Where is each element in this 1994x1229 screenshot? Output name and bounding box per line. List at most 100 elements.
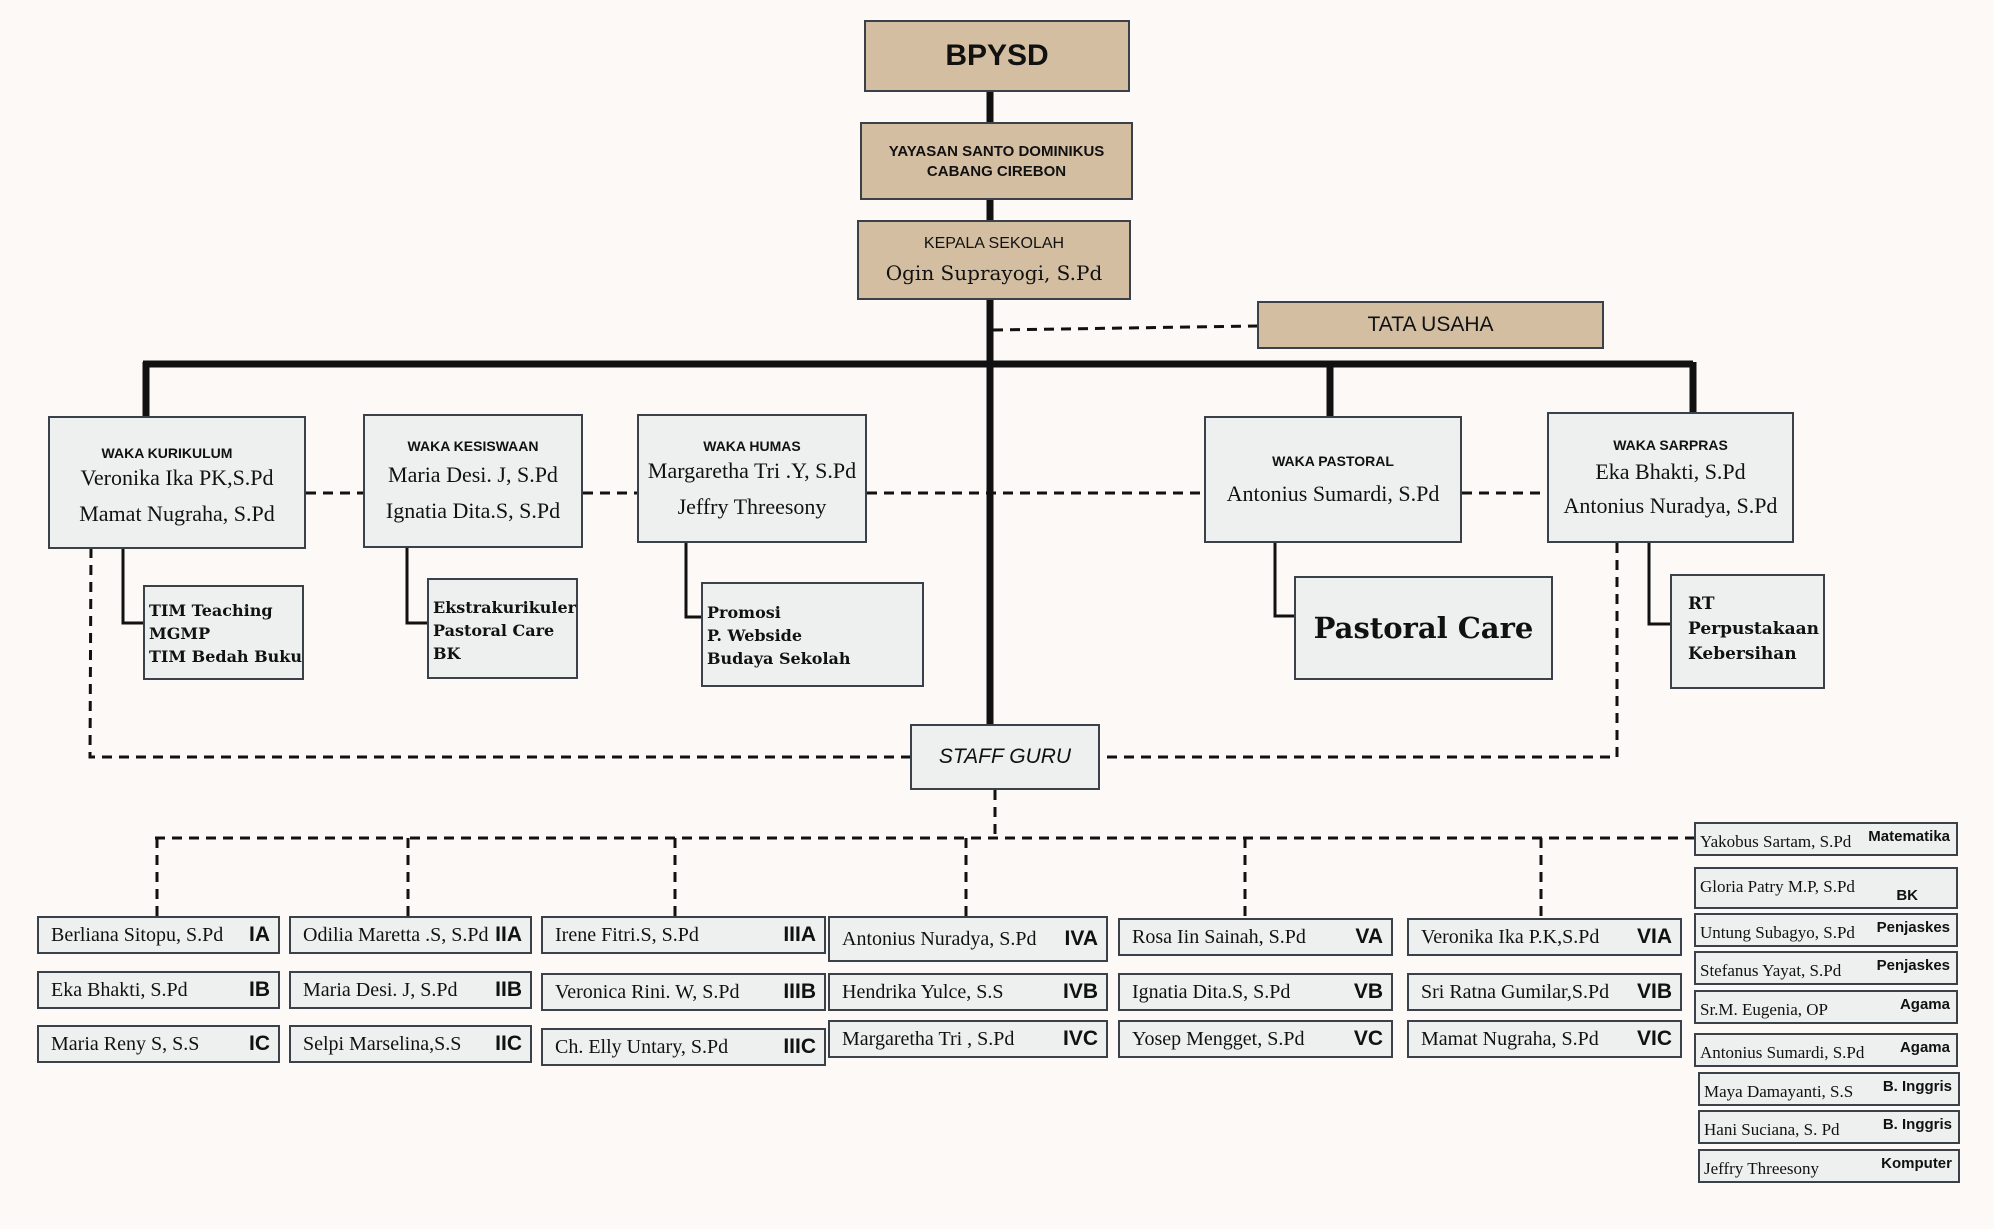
yayasan-line1: YAYASAN SANTO DOMINIKUS xyxy=(888,142,1105,160)
subject-teacher-name: Sr.M. Eugenia, OP xyxy=(1700,1000,1828,1019)
class-teacher-box: Maria Reny S, S.S IC xyxy=(37,1025,280,1063)
subject-label: B. Inggris xyxy=(1882,1116,1952,1133)
humas-sub-3: Budaya Sekolah xyxy=(707,649,851,668)
kesiswaan-sub-box: Ekstrakurikuler Pastoral Care BK xyxy=(427,578,578,679)
kesiswaan-sub-1: Ekstrakurikuler xyxy=(433,598,577,617)
kesiswaan-sub-2: Pastoral Care xyxy=(433,621,555,640)
subject-teacher-box: Antonius Sumardi, S.Pd Agama xyxy=(1694,1033,1958,1067)
class-code: VIB xyxy=(1636,980,1672,1003)
kepala-sekolah-box: KEPALA SEKOLAH Ogin Suprayogi, S.Pd xyxy=(857,220,1131,300)
waka-pastoral-title: WAKA PASTORAL xyxy=(1272,452,1394,469)
class-code: IIIB xyxy=(783,980,816,1003)
class-teacher-name: Berliana Sitopu, S.Pd xyxy=(51,923,224,946)
class-code: IC xyxy=(249,1032,270,1055)
bpysd-box: BPYSD xyxy=(864,20,1130,92)
waka-kurikulum-name-1: Veronika Ika PK,S.Pd xyxy=(80,464,274,490)
waka-kesiswaan-title: WAKA KESISWAAN xyxy=(407,438,539,454)
subject-teacher-name: Yakobus Sartam, S.Pd xyxy=(1700,832,1852,851)
pastoral-sub-1: Pastoral Care xyxy=(1313,611,1534,645)
subject-label: B. Inggris xyxy=(1882,1078,1952,1095)
tata-usaha-box: TATA USAHA xyxy=(1257,301,1604,349)
kesiswaan-sub-3: BK xyxy=(433,644,461,663)
class-code: IA xyxy=(249,923,270,946)
waka-kesiswaan-name-2: Ignatia Dita.S, S.Pd xyxy=(385,498,561,523)
kepala-name: Ogin Suprayogi, S.Pd xyxy=(885,261,1103,285)
subject-teacher-box: Stefanus Yayat, S.Pd Penjaskes xyxy=(1694,951,1958,985)
tata-usaha-label: TATA USAHA xyxy=(1367,313,1494,336)
kepala-title: KEPALA SEKOLAH xyxy=(923,235,1065,252)
subject-label: Penjaskes xyxy=(1876,957,1950,974)
subject-teacher-box: Sr.M. Eugenia, OP Agama xyxy=(1694,990,1958,1024)
class-teacher-box: Sri Ratna Gumilar,S.Pd VIB xyxy=(1407,973,1682,1011)
staff-guru-box: STAFF GURU xyxy=(910,724,1100,790)
class-teacher-name: Maria Reny S, S.S xyxy=(51,1032,200,1055)
class-code: VA xyxy=(1355,925,1383,948)
class-teacher-name: Veronica Rini. W, S.Pd xyxy=(555,980,740,1003)
subject-teacher-name: Stefanus Yayat, S.Pd xyxy=(1700,961,1842,980)
humas-sub-box: Promosi P. Webside Budaya Sekolah xyxy=(701,582,924,687)
waka-sarpras-box: WAKA SARPRAS Eka Bhakti, S.Pd Antonius N… xyxy=(1547,412,1794,543)
sarpras-sub-3: Kebersihan xyxy=(1688,644,1797,664)
class-teacher-name: Eka Bhakti, S.Pd xyxy=(51,978,188,1001)
subject-label: BK xyxy=(1896,887,1918,904)
subject-teacher-name: Antonius Sumardi, S.Pd xyxy=(1700,1043,1865,1062)
subject-teacher-box: Maya Damayanti, S.S B. Inggris xyxy=(1698,1072,1960,1106)
staff-guru-label: STAFF GURU xyxy=(938,745,1072,768)
subject-teacher-name: Jeffry Threesony xyxy=(1704,1159,1820,1178)
sarpras-sub-box: RT Perpustakaan Kebersihan xyxy=(1670,574,1825,689)
class-teacher-box: Veronica Rini. W, S.Pd IIIB xyxy=(541,973,826,1011)
subject-teacher-box: Yakobus Sartam, S.Pd Matematika xyxy=(1694,822,1958,856)
class-teacher-name: Sri Ratna Gumilar,S.Pd xyxy=(1421,980,1610,1003)
class-teacher-box: Mamat Nugraha, S.Pd VIC xyxy=(1407,1020,1682,1058)
class-teacher-box: Ignatia Dita.S, S.Pd VB xyxy=(1118,973,1393,1011)
class-teacher-box: Irene Fitri.S, S.Pd IIIA xyxy=(541,916,826,954)
waka-kurikulum-title: WAKA KURIKULUM xyxy=(101,444,233,461)
class-code: IIIA xyxy=(783,923,816,946)
subject-label: Agama xyxy=(1899,1039,1950,1056)
subject-teacher-name: Maya Damayanti, S.S xyxy=(1704,1082,1854,1101)
class-teacher-name: Selpi Marselina,S.S xyxy=(303,1032,462,1055)
kurikulum-sub-2: MGMP xyxy=(149,624,211,643)
pastoral-sub-box: Pastoral Care xyxy=(1294,576,1553,680)
class-teacher-name: Odilia Maretta .S, S.Pd xyxy=(303,923,489,946)
subject-label: Matematika xyxy=(1868,828,1950,845)
humas-sub-1: Promosi xyxy=(707,603,781,622)
waka-pastoral-name-1: Antonius Sumardi, S.Pd xyxy=(1226,480,1440,506)
class-code: IIC xyxy=(495,1032,522,1055)
class-teacher-name: Irene Fitri.S, S.Pd xyxy=(555,923,699,946)
subject-label: Penjaskes xyxy=(1876,919,1950,936)
class-teacher-name: Hendrika Yulce, S.S xyxy=(842,980,1004,1003)
class-teacher-name: Ignatia Dita.S, S.Pd xyxy=(1132,980,1291,1003)
class-code: VIC xyxy=(1636,1027,1672,1050)
subject-label: Agama xyxy=(1899,996,1950,1013)
class-code: IVB xyxy=(1062,980,1098,1003)
class-code: IVC xyxy=(1062,1027,1098,1050)
sarpras-sub-1: RT xyxy=(1688,594,1715,614)
class-code: VIA xyxy=(1636,925,1672,948)
class-teacher-box: Selpi Marselina,S.S IIC xyxy=(289,1025,532,1063)
class-teacher-box: Veronika Ika P.K,S.Pd VIA xyxy=(1407,918,1682,956)
yayasan-line2: CABANG CIREBON xyxy=(926,162,1067,180)
class-code: IIB xyxy=(495,978,522,1001)
class-teacher-name: Veronika Ika P.K,S.Pd xyxy=(1421,925,1600,948)
waka-pastoral-box: WAKA PASTORAL Antonius Sumardi, S.Pd xyxy=(1204,416,1462,543)
class-code: IVA xyxy=(1064,927,1098,950)
waka-kurikulum-name-2: Mamat Nugraha, S.Pd xyxy=(79,500,275,526)
class-teacher-box: Berliana Sitopu, S.Pd IA xyxy=(37,916,280,954)
class-code: VB xyxy=(1353,980,1383,1003)
class-code: VC xyxy=(1353,1027,1383,1050)
waka-sarpras-name-2: Antonius Nuradya, S.Pd xyxy=(1563,492,1778,518)
subject-teacher-name: Gloria Patry M.P, S.Pd xyxy=(1700,877,1855,896)
class-code: IB xyxy=(249,978,270,1001)
class-teacher-name: Mamat Nugraha, S.Pd xyxy=(1421,1027,1599,1050)
subject-label: Komputer xyxy=(1881,1155,1952,1172)
yayasan-box: YAYASAN SANTO DOMINIKUS CABANG CIREBON xyxy=(860,122,1133,200)
